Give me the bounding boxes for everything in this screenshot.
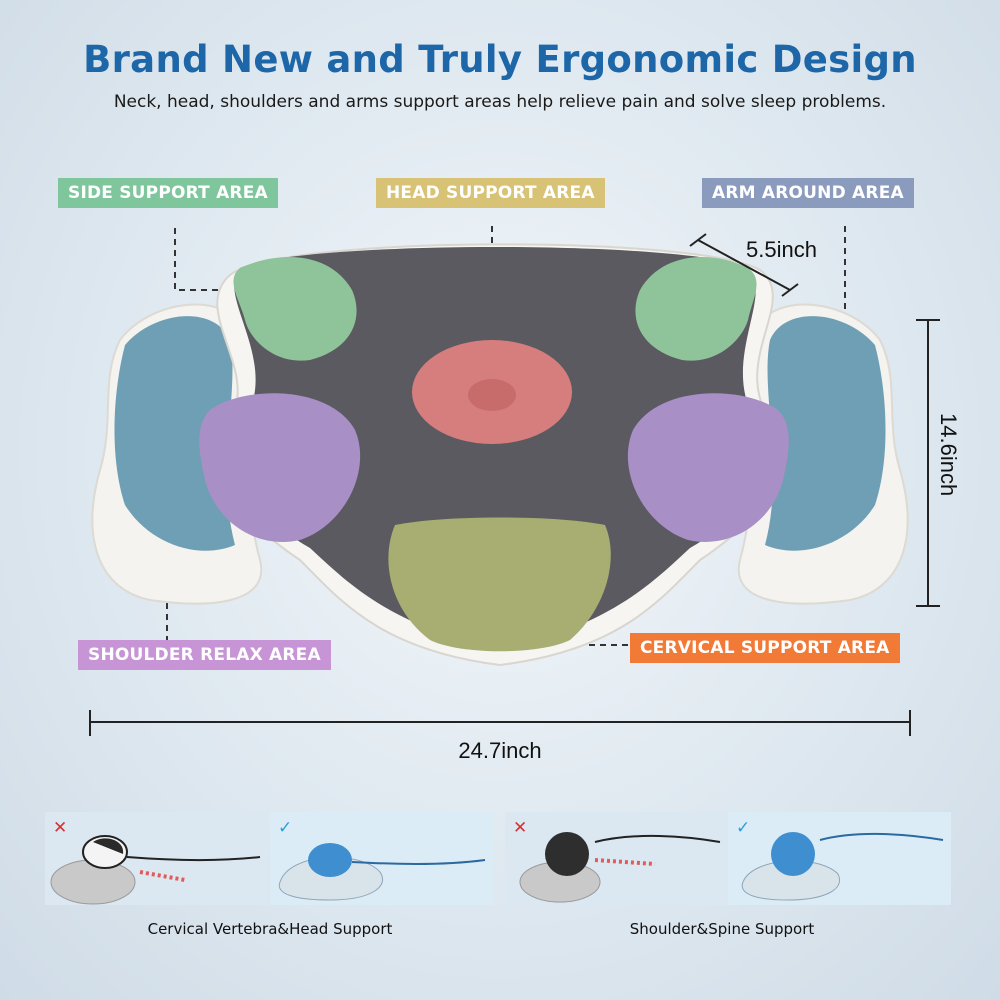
cervical-support (388, 517, 611, 652)
depth-measurement: 5.5inch (746, 237, 817, 262)
depth-dimension-line (689, 233, 799, 297)
cervical-support-area-label: CERVICAL SUPPORT AREA (630, 633, 900, 663)
side-support-left (233, 257, 357, 361)
width-measurement: 24.7inch (458, 738, 542, 763)
side-support-area-label: SIDE SUPPORT AREA (58, 178, 278, 208)
right-arm-area (765, 316, 886, 551)
head-support-area-label: HEAD SUPPORT AREA (376, 178, 605, 208)
shoulder-relax-right (627, 393, 789, 542)
height-dimension-line (916, 319, 940, 607)
width-dimension-line (89, 710, 911, 736)
good-head-illustration (270, 812, 493, 905)
bad-mark-icon: ✕ (513, 818, 528, 838)
pillow-top-surface (234, 247, 763, 650)
good-mark-icon: ✓ (736, 818, 751, 838)
bad-shoulder-illustration (505, 812, 728, 905)
caption-cervical-head: Cervical Vertebra&Head Support (147, 920, 393, 938)
comparison-panel-good-shoulder: ✓ (728, 812, 951, 905)
page-title: Brand New and Truly Ergonomic Design (83, 38, 917, 81)
left-arm-area (114, 316, 235, 551)
comparison-panel-bad-shoulder: ✕ (505, 812, 728, 905)
bad-mark-icon: ✕ (53, 818, 68, 838)
shoulder-relax-area-label: SHOULDER RELAX AREA (78, 640, 331, 670)
caption-shoulder-spine: Shoulder&Spine Support (629, 920, 815, 938)
head-support-hollow (468, 379, 516, 411)
page-subtitle: Neck, head, shoulders and arms support a… (113, 92, 887, 112)
good-mark-icon: ✓ (278, 818, 293, 838)
height-measurement: 14.6inch (936, 413, 961, 497)
bad-head-illustration (45, 812, 268, 905)
comparison-panel-bad-head: ✕ (45, 812, 268, 905)
arm-around-area-label: ARM AROUND AREA (702, 178, 914, 208)
comparison-panel-good-head: ✓ (270, 812, 493, 905)
good-shoulder-illustration (728, 812, 951, 905)
side-support-right (635, 257, 757, 361)
shoulder-relax-left (199, 393, 361, 542)
